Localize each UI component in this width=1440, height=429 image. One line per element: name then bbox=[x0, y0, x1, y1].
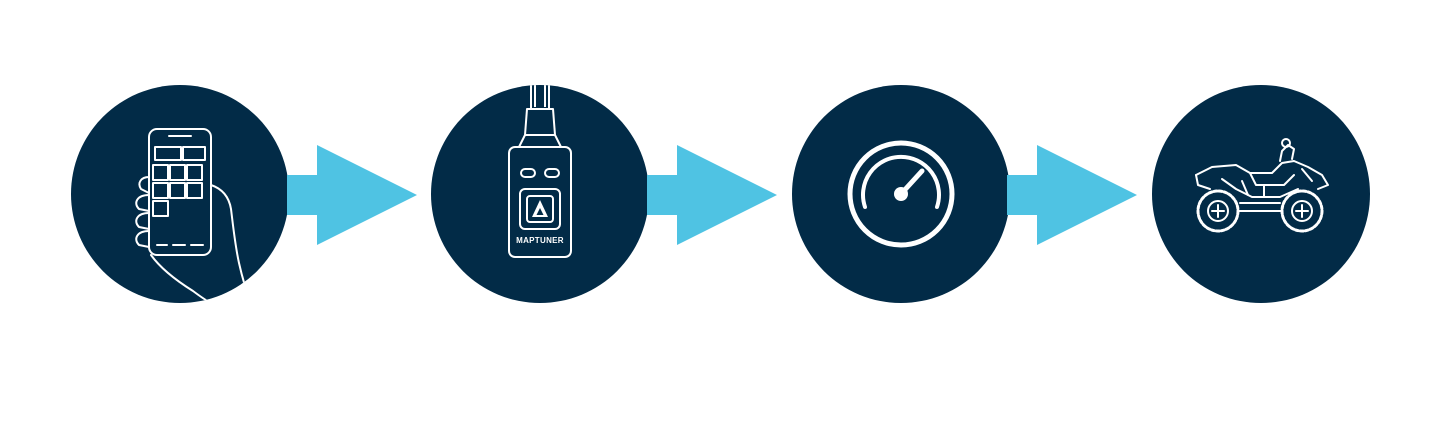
right-arrow-icon bbox=[1007, 145, 1137, 245]
step-phone-circle bbox=[71, 85, 289, 303]
step-maptuner-circle: MAPTUNER bbox=[431, 85, 649, 303]
step-gauge-circle bbox=[792, 85, 1010, 303]
maptuner-brand-label: MAPTUNER bbox=[516, 236, 564, 245]
right-arrow-icon bbox=[647, 145, 777, 245]
smartphone-app-icon bbox=[135, 128, 252, 303]
speedometer-gauge-icon bbox=[847, 140, 955, 248]
right-arrow-icon bbox=[287, 145, 417, 245]
atv-quad-bike-icon bbox=[1195, 138, 1329, 233]
maptuner-device-icon bbox=[508, 85, 572, 258]
step-atv-circle bbox=[1152, 85, 1370, 303]
